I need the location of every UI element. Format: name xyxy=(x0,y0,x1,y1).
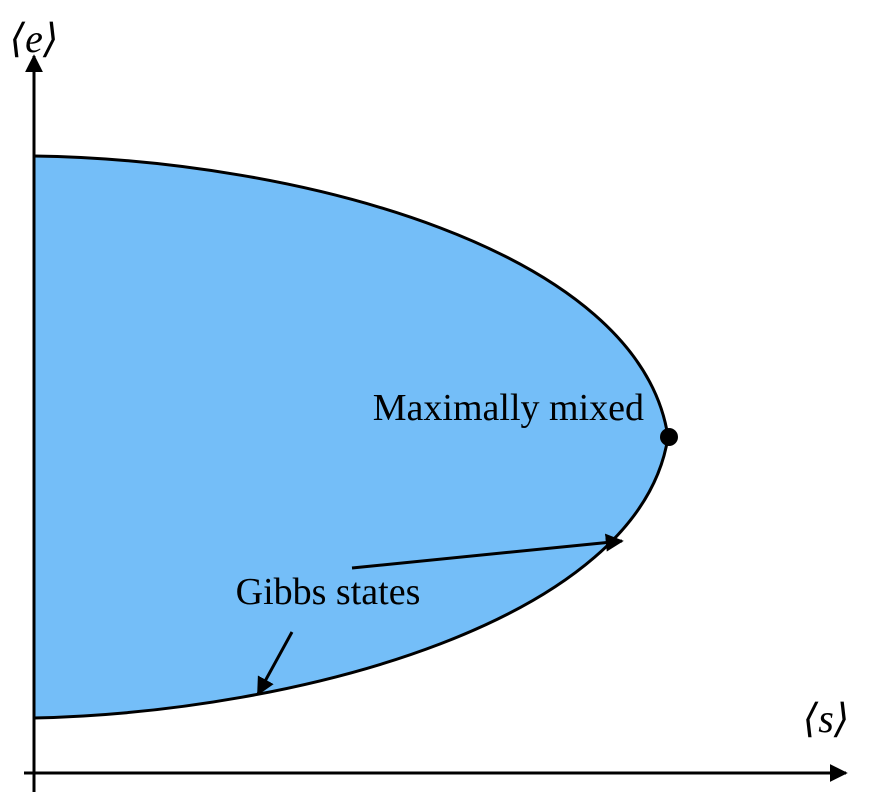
gibbs-states-label: Gibbs states xyxy=(236,571,421,613)
maximally-mixed-label: Maximally mixed xyxy=(373,387,644,429)
y-axis-label: ⟨e⟩ xyxy=(10,16,59,61)
state-region xyxy=(34,156,668,718)
gibbs-arrow-lower xyxy=(256,631,294,696)
x-axis-label: ⟨s⟩ xyxy=(803,696,850,741)
maximally-mixed-point xyxy=(660,428,678,446)
gibbs-arrow-upper xyxy=(351,533,624,570)
